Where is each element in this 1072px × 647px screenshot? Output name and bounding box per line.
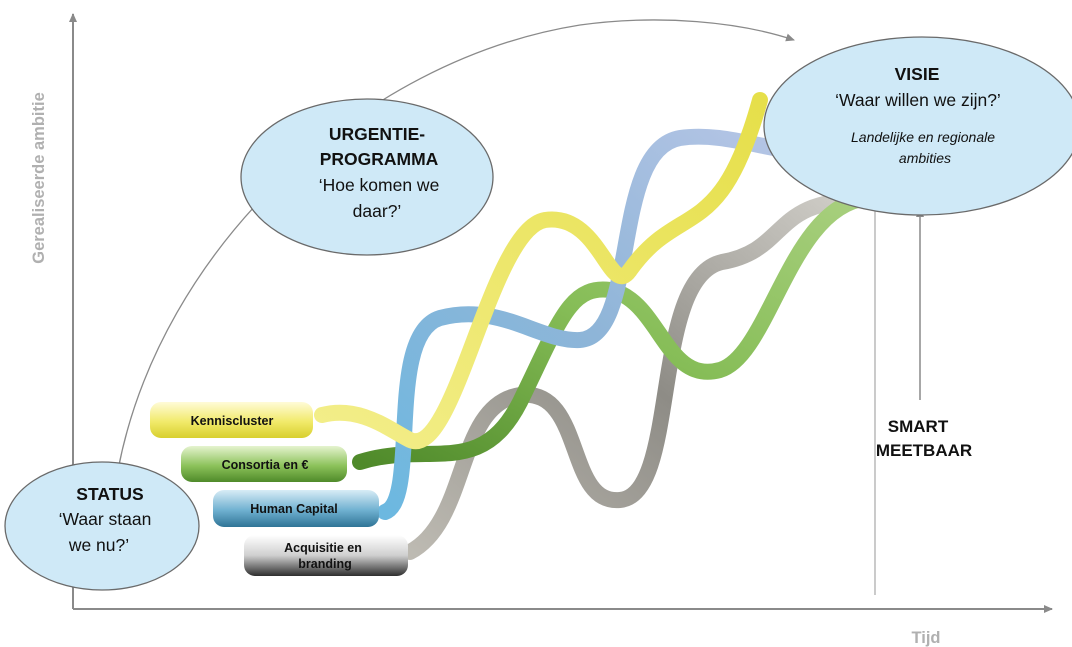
pill-kenniscluster-label: Kenniscluster	[191, 414, 274, 428]
urgentie-line-1: ‘Hoe komen we	[319, 175, 440, 195]
smart-line-2: MEETBAAR	[876, 441, 972, 460]
status-bubble: STATUS ‘Waar staan we nu?’	[4, 461, 200, 591]
visie-line-1: ‘Waar willen we zijn?’	[835, 90, 1001, 110]
pill-acquisitie-label-1: Acquisitie en	[284, 541, 362, 555]
status-line-2: we nu?’	[68, 535, 129, 555]
strand-ribbons	[314, 92, 876, 560]
visie-italic-1: Landelijke en regionale	[851, 129, 995, 145]
pill-consortia: Consortia en €	[181, 446, 347, 482]
smart-line-1: SMART	[888, 417, 949, 436]
pill-acquisitie-label-2: branding	[298, 557, 351, 571]
progress-arc	[117, 19, 795, 471]
strand-blue-ribbon	[377, 128, 808, 520]
y-axis-label: Gerealiseerde ambitie	[30, 92, 48, 264]
urgentie-line-2: daar?’	[353, 201, 402, 221]
visie-title: VISIE	[895, 64, 940, 84]
visie-bubble: VISIE ‘Waar willen we zijn?’ Landelijke …	[763, 36, 1072, 216]
visie-italic-2: ambities	[899, 150, 951, 166]
strand-grey-ribbon	[402, 191, 876, 560]
pill-kenniscluster: Kenniscluster	[150, 402, 313, 438]
urgentie-bubble: URGENTIE- PROGRAMMA ‘Hoe komen we daar?’	[240, 98, 494, 256]
pill-consortia-label: Consortia en €	[222, 458, 309, 472]
pill-human-capital: Human Capital	[213, 490, 379, 527]
pill-human-capital-label: Human Capital	[250, 502, 338, 516]
x-axis-label: Tijd	[911, 629, 940, 647]
strand-yellow-ribbon	[314, 92, 768, 450]
status-line-1: ‘Waar staan	[59, 509, 152, 529]
urgentie-title-1: URGENTIE-	[329, 124, 425, 144]
status-title: STATUS	[76, 484, 143, 504]
urgentie-title-2: PROGRAMMA	[320, 149, 439, 169]
pill-acquisitie: Acquisitie en branding	[244, 535, 408, 576]
